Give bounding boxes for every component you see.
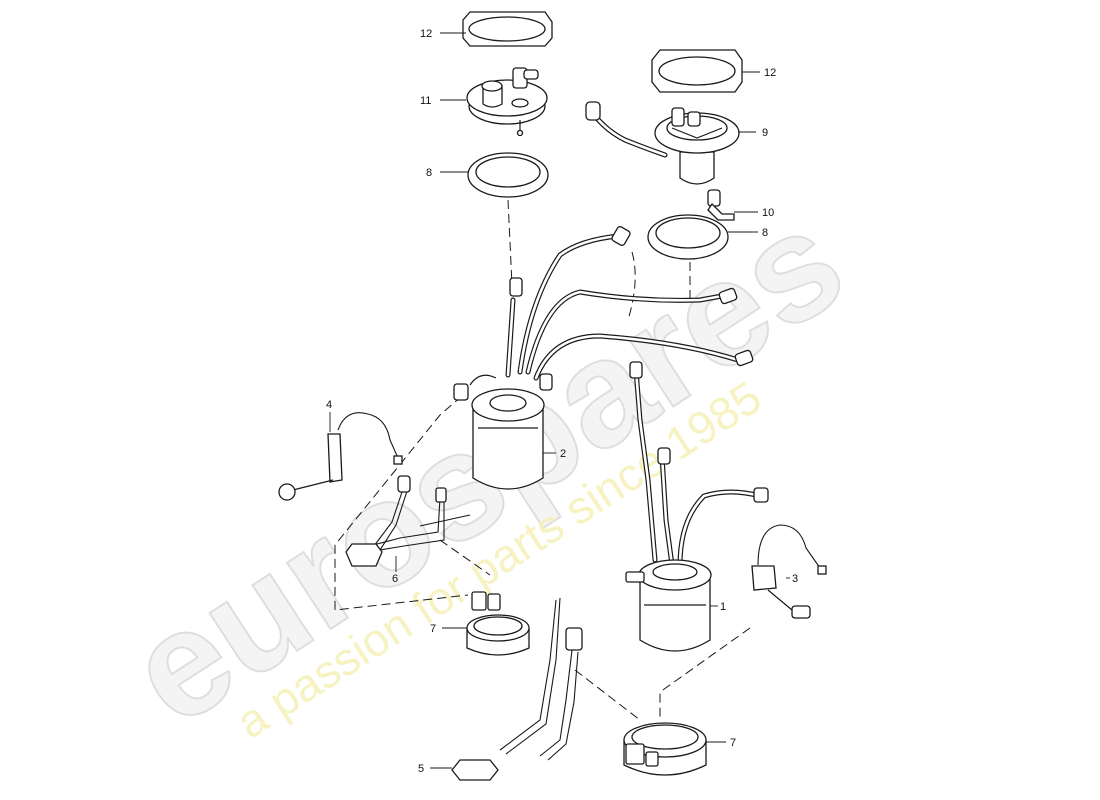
callout-11: 11	[420, 95, 431, 107]
callout-6: 6	[392, 573, 398, 585]
callout-1: 1	[720, 601, 726, 613]
flange-cover-11	[466, 67, 548, 137]
callout-12-top-left: 12	[420, 28, 432, 40]
retaining-ring-7-lower	[623, 722, 707, 776]
callout-3: 3	[792, 573, 798, 585]
callout-4: 4	[326, 399, 332, 411]
callout-8-right: 8	[762, 227, 768, 239]
fuel-pump-2	[453, 373, 553, 490]
callout-9: 9	[762, 127, 768, 139]
callout-5: 5	[418, 763, 424, 775]
wiring-harness-5	[451, 597, 583, 781]
callout-7-lower: 7	[730, 737, 736, 749]
callout-8-left: 8	[426, 167, 432, 179]
pump-2-hoses	[505, 226, 754, 381]
callout-leaders	[329, 32, 790, 769]
level-sensor-4	[278, 412, 403, 501]
seal-8-left	[467, 152, 549, 198]
callouts: 12 11 8 12 9 10 8 2 4 3 1 6 7 7 5	[326, 28, 798, 775]
seal-8-right	[647, 214, 729, 260]
retaining-ring-7-upper	[466, 591, 530, 656]
connector-10	[707, 189, 735, 221]
callout-2: 2	[560, 448, 566, 460]
callout-7-upper: 7	[430, 623, 436, 635]
locking-ring-12-left	[462, 11, 553, 47]
wiring-harness-6	[345, 475, 471, 567]
locking-ring-12-right	[651, 49, 743, 93]
callout-10: 10	[762, 207, 774, 219]
fuel-pump-1	[625, 361, 769, 652]
flange-with-line-9	[585, 101, 740, 185]
assembly-lines	[334, 199, 751, 721]
level-sensor-3	[751, 524, 827, 619]
callout-12-right: 12	[764, 67, 776, 79]
